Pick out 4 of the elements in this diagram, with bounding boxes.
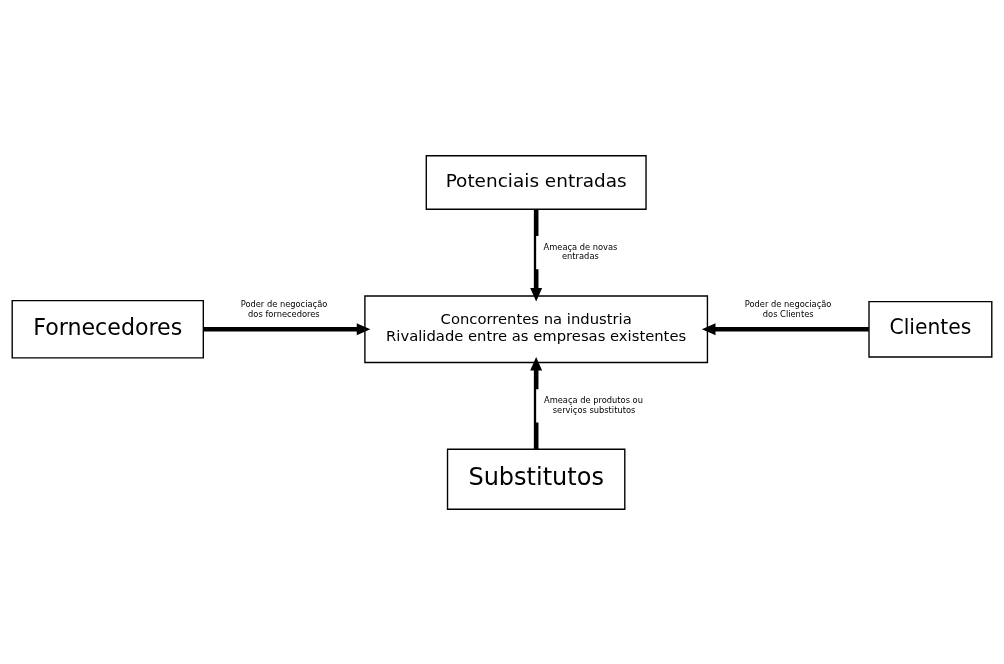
edge-label: Poder de negociação dos fornecedores bbox=[240, 298, 328, 319]
edge-label: Poder de negociação dos Clientes bbox=[744, 298, 832, 319]
edge-label: Ameaça de produtos ou serviços substitutos bbox=[544, 394, 643, 415]
edge-label: Ameaça de novas entradas bbox=[543, 241, 618, 261]
